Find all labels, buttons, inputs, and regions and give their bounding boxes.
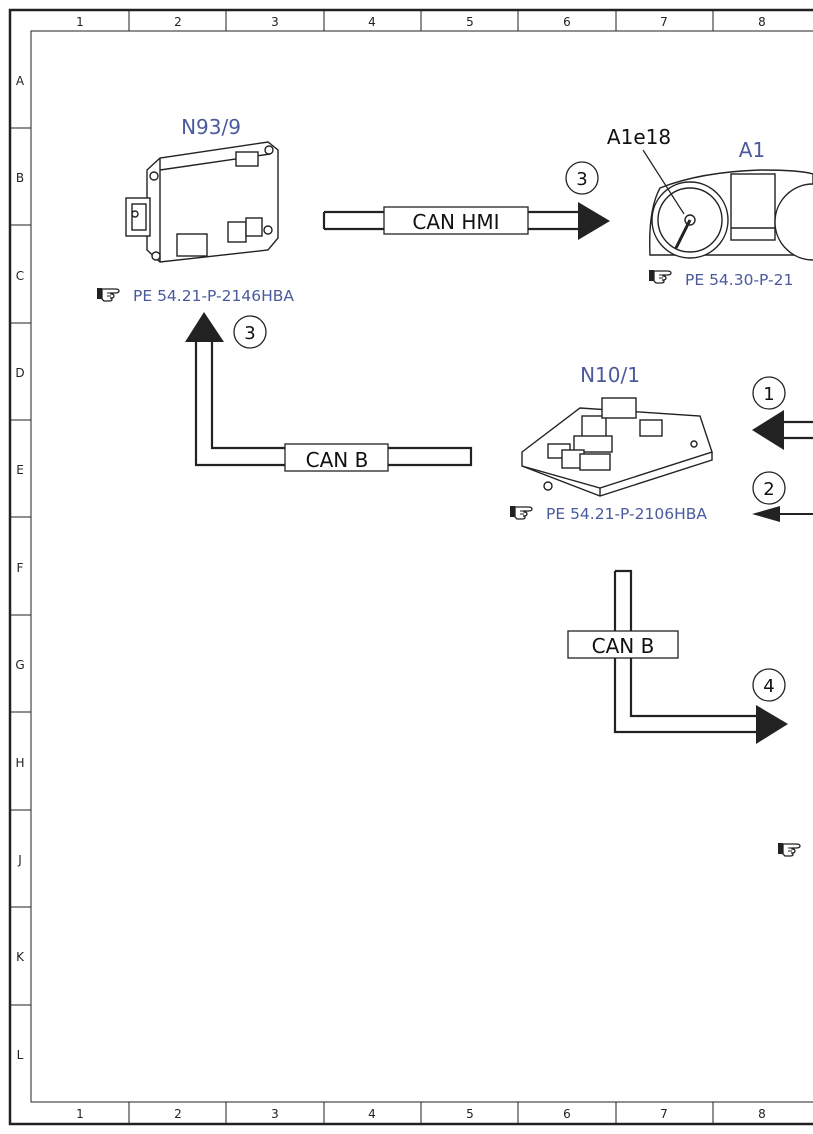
step-1: 1 <box>763 384 774 405</box>
step-badge-1 <box>752 376 786 410</box>
a1e18-label: A1e18 <box>607 125 671 149</box>
can-b-left-label: CAN B <box>306 448 369 472</box>
a1-ref: PE 54.30-P-21 <box>685 271 793 289</box>
step-badge-3-left <box>233 315 267 349</box>
top-ruler <box>128 10 714 31</box>
row-label-c: C <box>16 269 24 283</box>
col-label-1: 1 <box>76 15 84 29</box>
pointing-hand-icon <box>777 842 801 857</box>
step-badge-3-top <box>565 161 599 195</box>
n10-ref: PE 54.21-P-2106HBA <box>546 505 707 523</box>
step-badge-4 <box>752 668 786 702</box>
step-3-top: 3 <box>576 169 587 190</box>
row-label-d: D <box>15 366 24 380</box>
incoming-arrow-1 <box>752 410 813 450</box>
outer-frame <box>8 8 813 1126</box>
row-label-j: J <box>17 853 22 867</box>
col-label-2: 2 <box>174 15 182 29</box>
col-label-3-bottom: 3 <box>271 1107 279 1121</box>
row-label-h: H <box>15 756 24 770</box>
can-hmi-label: CAN HMI <box>412 210 499 234</box>
col-label-4-bottom: 4 <box>368 1107 376 1121</box>
col-label-7-bottom: 7 <box>660 1107 668 1121</box>
step-2: 2 <box>763 479 774 500</box>
instrument-cluster-drawing <box>642 149 813 261</box>
inner-frame <box>30 30 813 1103</box>
col-label-6: 6 <box>563 15 571 29</box>
left-ruler <box>10 127 31 1006</box>
col-label-1-bottom: 1 <box>76 1107 84 1121</box>
a1-label: A1 <box>739 138 765 162</box>
col-label-4: 4 <box>368 15 376 29</box>
can-b-down-arrowhead <box>756 705 788 744</box>
col-label-7: 7 <box>660 15 668 29</box>
col-label-8: 8 <box>758 15 766 29</box>
col-label-3: 3 <box>271 15 279 29</box>
sam-module-drawing <box>521 397 713 497</box>
pointing-hand-icon <box>509 505 533 520</box>
row-label-k: K <box>16 950 25 964</box>
row-label-f: F <box>17 561 24 575</box>
can-hmi-arrowhead <box>578 202 610 240</box>
row-label-g: G <box>15 658 24 672</box>
can-b-left-line <box>194 340 473 467</box>
n93-label: N93/9 <box>181 115 241 139</box>
step-badge-2 <box>752 471 786 505</box>
col-label-5: 5 <box>466 15 474 29</box>
col-label-8-bottom: 8 <box>758 1107 766 1121</box>
can-b-left-arrowhead <box>185 312 224 342</box>
row-label-e: E <box>16 463 24 477</box>
row-label-a: A <box>16 74 25 88</box>
control-unit-drawing <box>125 141 279 263</box>
col-label-5-bottom: 5 <box>466 1107 474 1121</box>
col-label-6-bottom: 6 <box>563 1107 571 1121</box>
pointing-hand-icon <box>96 287 120 302</box>
step-3-left: 3 <box>244 323 255 344</box>
step-4: 4 <box>763 676 774 697</box>
n10-label: N10/1 <box>580 363 640 387</box>
col-label-2-bottom: 2 <box>174 1107 182 1121</box>
bottom-ruler <box>128 1102 714 1124</box>
pointing-hand-icon <box>648 269 672 284</box>
can-b-down-label: CAN B <box>592 634 655 658</box>
n93-ref: PE 54.21-P-2146HBA <box>133 287 294 305</box>
incoming-arrow-2 <box>752 506 813 522</box>
row-label-l: L <box>17 1048 24 1062</box>
row-label-b: B <box>16 171 24 185</box>
